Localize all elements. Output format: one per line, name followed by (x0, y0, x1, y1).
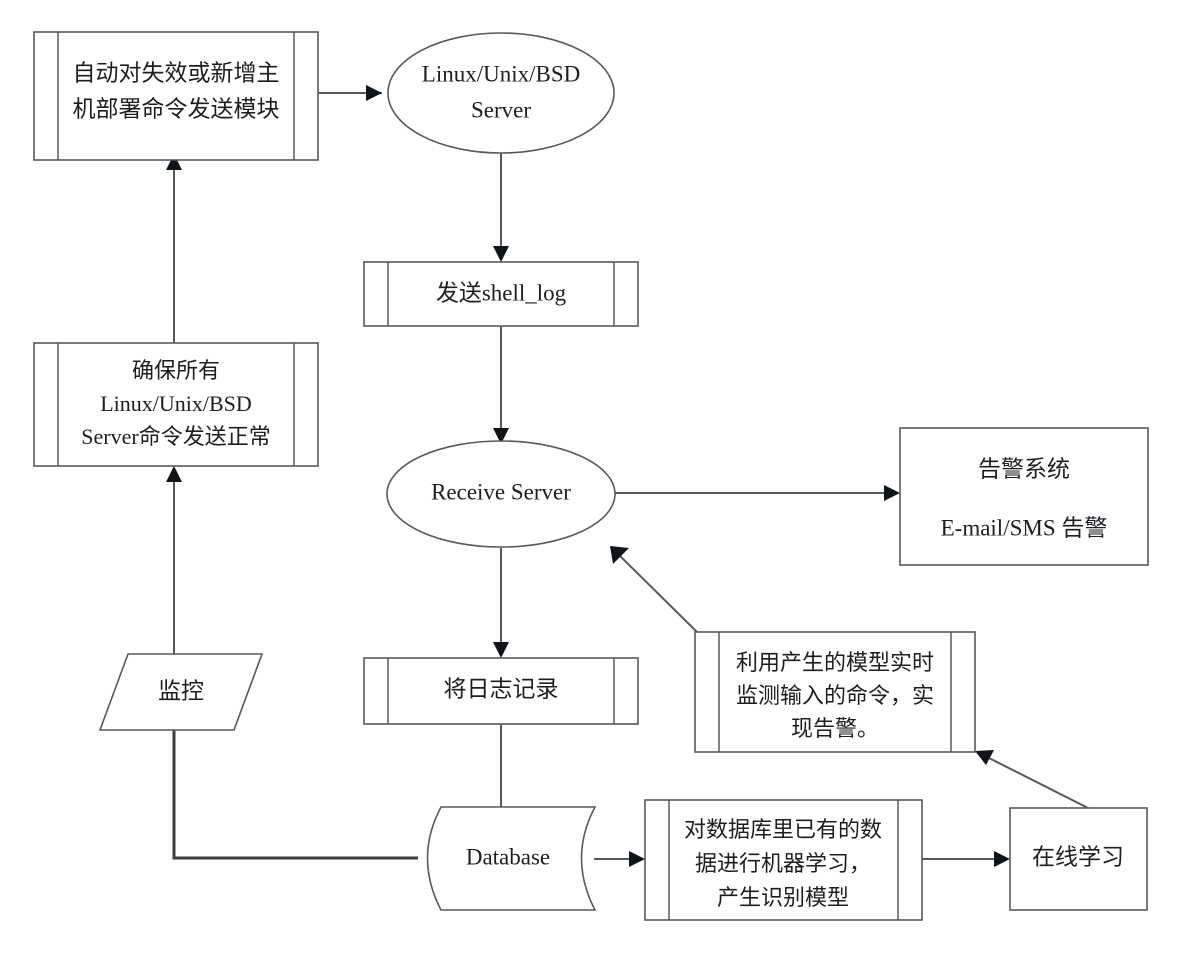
node-database[interactable]: Database (426, 806, 597, 911)
node-alarm-system-line-1: 告警系统 (978, 456, 1070, 481)
node-machine-learning-line-3: 产生识别模型 (717, 885, 849, 910)
node-alarm-system-line-2: E-mail/SMS 告警 (941, 515, 1108, 540)
edge-deploy-to-server (318, 85, 382, 101)
node-machine-learning[interactable]: 对数据库里已有的数 据进行机器学习， 产生识别模型 (644, 799, 923, 921)
edge-shell-log-to-receive (493, 326, 509, 444)
node-realtime-model-line-2: 监测输入的命令，实 (736, 683, 934, 708)
node-receive-server-line-1: Receive Server (431, 479, 571, 504)
node-deploy-module-line-1: 自动对失效或新增主 (73, 60, 280, 85)
node-alarm-system[interactable]: 告警系统 E-mail/SMS 告警 (899, 427, 1149, 566)
node-target-server[interactable]: Linux/Unix/BSD Server (387, 32, 615, 154)
node-target-server-line-1: Linux/Unix/BSD (422, 61, 580, 86)
edge-ensure-normal-to-deploy (166, 154, 182, 343)
edge-realtime-model-to-receive (610, 546, 698, 633)
edge-machine-learning-to-online-learning (922, 851, 1010, 867)
node-machine-learning-line-1: 对数据库里已有的数 (684, 817, 882, 842)
node-ensure-normal-line-2: Linux/Unix/BSD (100, 391, 252, 416)
node-send-shell-log-line-1: 发送shell_log (436, 280, 567, 305)
node-log-record-line-1: 将日志记录 (444, 676, 559, 701)
node-log-record[interactable]: 将日志记录 (363, 657, 639, 725)
node-online-learning[interactable]: 在线学习 (1009, 807, 1148, 911)
node-ensure-normal-line-1: 确保所有 (132, 358, 220, 383)
node-machine-learning-line-2: 据进行机器学习， (695, 851, 871, 876)
node-ensure-normal-line-3: Server命令发送正常 (81, 424, 270, 449)
edge-monitor-to-ensure-normal (166, 466, 182, 654)
connector-layer (166, 85, 1089, 867)
edge-receive-to-log-record (493, 548, 509, 658)
node-realtime-model-line-1: 利用产生的模型实时 (736, 650, 934, 675)
node-realtime-model[interactable]: 利用产生的模型实时 监测输入的命令，实 现告警。 (694, 631, 976, 753)
node-send-shell-log[interactable]: 发送shell_log (363, 261, 639, 327)
edge-server-to-shell-log (493, 153, 509, 262)
node-online-learning-line-1: 在线学习 (1032, 844, 1124, 869)
node-monitor-line-1: 监控 (158, 678, 204, 703)
node-database-line-1: Database (466, 844, 550, 869)
node-deploy-module-line-2: 机部署命令发送模块 (73, 96, 280, 121)
edge-database-to-machine-learning (594, 851, 645, 867)
edge-receive-to-alarm (615, 485, 900, 501)
node-ensure-normal[interactable]: 确保所有 Linux/Unix/BSD Server命令发送正常 (33, 342, 319, 467)
node-monitor[interactable]: 监控 (98, 653, 264, 731)
node-realtime-model-line-3: 现告警。 (791, 716, 879, 741)
edge-database-to-monitor (172, 730, 418, 860)
edge-online-learning-to-realtime-model (975, 750, 1089, 809)
node-target-server-line-2: Server (471, 97, 531, 122)
node-deploy-module[interactable]: 自动对失效或新增主 机部署命令发送模块 (33, 31, 319, 161)
node-receive-server[interactable]: Receive Server (386, 440, 616, 548)
